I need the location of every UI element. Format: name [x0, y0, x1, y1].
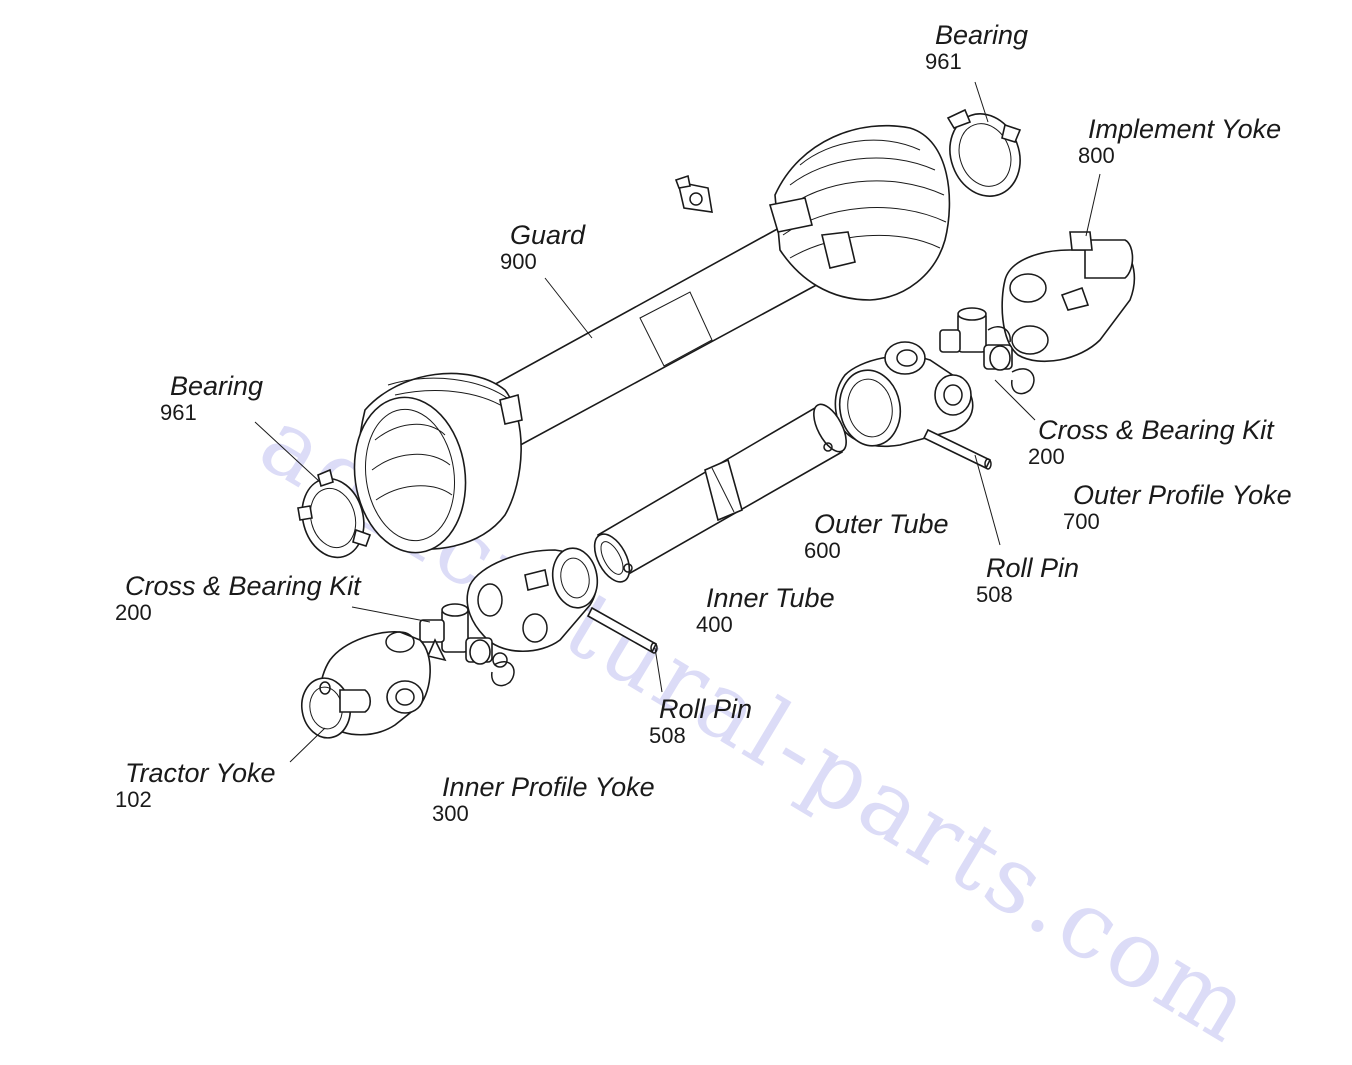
part-number: 961 — [925, 49, 962, 74]
label-roll-pin-right: Roll Pin 508 — [976, 553, 1080, 606]
label-guard: Guard 900 — [500, 220, 586, 273]
part-number: 400 — [696, 612, 733, 637]
guard-part — [353, 124, 951, 554]
cross-bearing-kit-right-part — [939, 307, 1035, 395]
part-number: 600 — [804, 538, 841, 563]
label-implement-yoke: Implement Yoke 800 — [1078, 114, 1282, 167]
part-number: 961 — [160, 400, 197, 425]
part-name: Implement Yoke — [1088, 114, 1282, 144]
label-inner-profile-yoke: Inner Profile Yoke 300 — [432, 772, 655, 825]
label-bearing-top: Bearing 961 — [925, 20, 1029, 73]
part-name: Guard — [510, 220, 586, 250]
part-name: Roll Pin — [659, 694, 753, 724]
roll-pin-right-part — [922, 428, 992, 470]
inner-tube-part — [593, 533, 633, 583]
part-number: 800 — [1078, 143, 1115, 168]
bearing-top-part — [946, 108, 1022, 197]
label-inner-tube: Inner Tube 400 — [696, 583, 835, 636]
roll-pin-left-part — [586, 606, 658, 654]
part-number: 700 — [1063, 509, 1100, 534]
tractor-yoke-part — [300, 630, 431, 739]
label-outer-tube: Outer Tube 600 — [804, 509, 949, 562]
part-number: 200 — [1028, 444, 1065, 469]
outer-profile-yoke-part — [834, 341, 974, 447]
outer-tube-part — [596, 403, 847, 582]
label-bearing-left: Bearing 961 — [160, 371, 264, 424]
part-name: Inner Profile Yoke — [442, 772, 655, 802]
part-name: Tractor Yoke — [125, 758, 276, 788]
part-name: Roll Pin — [986, 553, 1080, 583]
implement-yoke-part — [1001, 231, 1136, 363]
cross-bearing-kit-left-part — [419, 603, 515, 687]
part-name: Cross & Bearing Kit — [1038, 415, 1274, 445]
label-tractor-yoke: Tractor Yoke 102 — [115, 758, 276, 811]
label-cross-bearing-kit-left: Cross & Bearing Kit 200 — [115, 571, 361, 624]
part-name: Inner Tube — [706, 583, 835, 613]
driveline-parts-diagram: agricultural-parts.com — [115, 20, 1292, 1065]
label-outer-profile-yoke: Outer Profile Yoke 700 — [1063, 480, 1292, 533]
exploded-view-drawing — [254, 81, 1136, 763]
part-name: Bearing — [935, 20, 1029, 50]
part-number: 900 — [500, 249, 537, 274]
bearing-left-part — [297, 468, 372, 559]
part-number: 508 — [649, 723, 686, 748]
label-roll-pin-left: Roll Pin 508 — [649, 694, 753, 747]
leader-lines — [254, 81, 1101, 763]
part-name: Bearing — [170, 371, 264, 401]
part-number: 300 — [432, 801, 469, 826]
inner-profile-yoke-part — [466, 547, 599, 653]
part-name: Outer Tube — [814, 509, 949, 539]
part-number: 102 — [115, 787, 152, 812]
part-name: Outer Profile Yoke — [1073, 480, 1292, 510]
part-name: Cross & Bearing Kit — [125, 571, 361, 601]
part-number: 200 — [115, 600, 152, 625]
label-cross-bearing-kit-right: Cross & Bearing Kit 200 — [1028, 415, 1274, 468]
part-number: 508 — [976, 582, 1013, 607]
